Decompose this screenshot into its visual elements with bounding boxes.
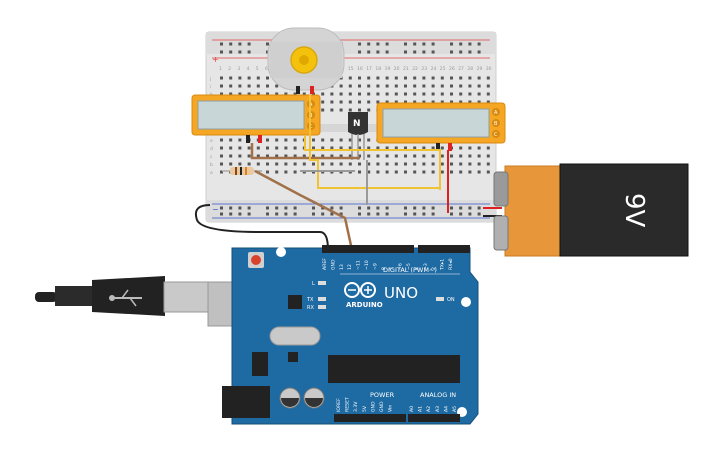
npn-transistor[interactable]: N	[348, 112, 368, 160]
brand-label: ARDUINO	[346, 301, 383, 309]
model-label: UNO	[384, 284, 418, 302]
breadboard-column-number: 1	[219, 66, 222, 72]
battery-label: 9V	[619, 193, 649, 228]
breadboard-row-letter: e	[210, 139, 213, 144]
breadboard-column-number: 6	[265, 66, 268, 72]
minus-rail-label: −	[212, 205, 219, 214]
pin-label: 12	[347, 264, 353, 270]
breadboard-column-number: 2	[228, 66, 231, 72]
pin-label: AREF	[322, 258, 328, 270]
breadboard-column-number: 18	[375, 66, 381, 72]
led-tx-label: TX	[306, 297, 314, 303]
breadboard-column-number: 23	[421, 66, 427, 72]
pin-label: 13	[339, 264, 345, 270]
pin-label: A4	[443, 406, 449, 412]
pin-label: GND	[370, 401, 376, 412]
breadboard-column-number: 24	[431, 66, 437, 72]
pin-label: ~11	[356, 260, 362, 270]
pin-label: IOREF	[336, 398, 342, 412]
pin-label: 8	[381, 267, 387, 270]
breadboard-column-number: 4	[247, 66, 250, 72]
dc-motor[interactable]	[267, 27, 345, 94]
breadboard-column-number: 21	[403, 66, 409, 72]
pin-label: 7	[389, 267, 395, 270]
analog-header-label: ANALOG IN	[420, 391, 456, 399]
breadboard-column-number: 17	[366, 66, 372, 72]
lcd-right-pin-a: A	[494, 110, 498, 116]
breadboard-column-number: 20	[394, 66, 400, 72]
breadboard-column-number: 19	[385, 66, 391, 72]
breadboard-row-letter: c	[210, 155, 213, 160]
breadboard-column-number: 25	[440, 66, 446, 72]
pin-label: Vin	[388, 405, 394, 412]
breadboard-row-letter: j	[209, 76, 211, 82]
pin-label: GND	[330, 259, 336, 270]
pin-label: A1	[418, 406, 424, 412]
pin-label: ~9	[372, 263, 378, 270]
pin-label: A2	[426, 406, 432, 412]
battery-9v[interactable]: 9V	[493, 163, 689, 257]
lcd-right-pin-c: C	[494, 132, 498, 138]
on-led-label: ON	[447, 297, 455, 303]
pin-label: A3	[435, 406, 441, 412]
pin-label: ~3	[423, 263, 429, 270]
breadboard-column-number: 30	[486, 66, 492, 72]
arduino-logo-icon	[344, 282, 376, 298]
usb-cable[interactable]	[35, 276, 251, 327]
power-header-label: POWER	[370, 391, 395, 399]
led-l-label: L	[312, 281, 315, 287]
breadboard-column-number: 29	[477, 66, 483, 72]
pin-label: GND	[379, 401, 385, 412]
breadboard-column-number: 3	[237, 66, 240, 72]
pin-label: 4	[414, 267, 420, 270]
breadboard-row-letter: a	[210, 171, 213, 176]
breadboard-column-number: 27	[458, 66, 464, 72]
pin-label: ~6	[398, 263, 404, 270]
transistor-label: N	[353, 119, 361, 129]
breadboard-column-number: 16	[357, 66, 363, 72]
plus-rail-label: +	[212, 55, 219, 64]
breadboard-row-letter: d	[210, 146, 213, 152]
pin-label: A5	[452, 406, 458, 412]
pin-label: 3.3V	[353, 401, 359, 412]
pin-label: RESET	[345, 397, 351, 412]
pin-label: 2	[431, 267, 437, 270]
breadboard-column-number: 26	[449, 66, 455, 72]
breadboard-column-number: 28	[467, 66, 473, 72]
breadboard-column-number: 22	[412, 66, 418, 72]
pin-label: ~5	[406, 263, 412, 270]
usb-icon	[109, 289, 142, 307]
lcd-right[interactable]: A B C	[376, 102, 506, 151]
pin-label: RX◂0	[448, 258, 454, 270]
breadboard-column-number: 5	[256, 66, 259, 72]
pin-label: ~10	[364, 260, 370, 270]
pin-label: A0	[409, 406, 415, 412]
lcd-right-pin-b: B	[494, 121, 498, 127]
breadboard-row-letter: i	[210, 84, 211, 90]
breadboard-wires	[194, 95, 502, 251]
digital-header-label: DIGITAL (PWM~)	[383, 266, 437, 274]
breadboard-column-number: 15	[348, 66, 354, 72]
pin-label: 5V	[362, 405, 368, 412]
pin-label: TX▸1	[440, 259, 446, 271]
led-rx-label: RX	[307, 305, 314, 311]
breadboard-row-letter: b	[210, 162, 213, 168]
